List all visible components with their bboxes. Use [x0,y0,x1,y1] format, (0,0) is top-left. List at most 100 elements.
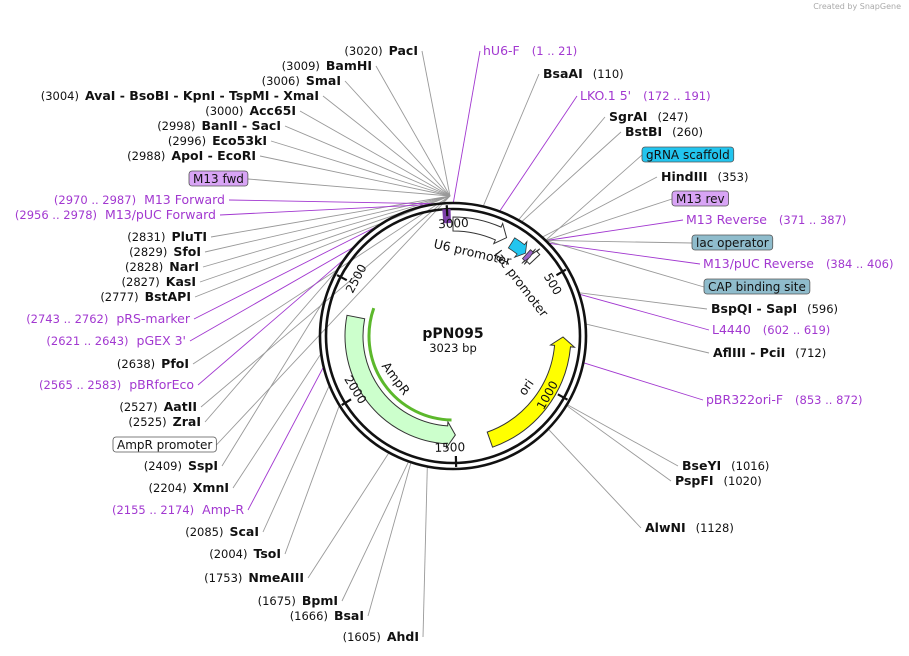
leader-line [299,110,451,197]
leader-line [367,462,412,617]
primer-position: (602 .. 619) [763,323,831,337]
site-name[interactable]: PfoI [161,356,189,371]
feature-box[interactable] [703,278,811,295]
primer-name[interactable]: M13 Forward [144,192,225,207]
site-name[interactable]: ZraI [173,414,201,429]
primer-leader [579,293,710,331]
site-name[interactable]: BspQI - SapI [711,301,797,316]
feature-box[interactable] [112,436,217,453]
feature-box[interactable] [671,190,729,207]
site-name[interactable]: ScaI [230,524,260,539]
site-name[interactable]: Eco53kI [212,133,267,148]
leader-line [585,323,710,354]
tick-label: 1500 [434,440,465,455]
primer-name[interactable]: pGEX 3' [137,333,186,348]
primer-name[interactable]: LKO.1 5' [580,88,631,103]
primer-position: (2155 .. 2174) [112,503,194,517]
site-name[interactable]: BstBI [625,124,662,139]
leader-line [545,239,693,244]
site-name[interactable]: SfoI [173,244,201,259]
site-name[interactable]: AlwNI [645,520,686,535]
feature-box[interactable] [641,146,735,163]
primer-position: (1 .. 21) [532,44,578,58]
m13-rev-marker [521,248,536,264]
leader-line [259,155,451,197]
primer-name[interactable]: M13/pUC Forward [105,207,216,222]
feature-box[interactable] [188,170,249,187]
site-name[interactable]: BpmI [302,593,338,608]
site-name[interactable]: BamHI [326,58,372,73]
primer-position: (2565 .. 2583) [39,378,121,392]
site-name[interactable]: BsaI [334,608,364,623]
backbone-inner [324,207,582,465]
site-name[interactable]: BanII - SacI [201,118,281,133]
tick-mark [341,398,352,407]
site-name[interactable]: BstAPI [145,289,191,304]
site-name[interactable]: AflIII - PciI [713,345,785,360]
site-name[interactable]: SspI [188,458,218,473]
primer-name[interactable]: pRS-marker [116,311,191,326]
site-name[interactable]: HindIII [661,169,708,184]
leader-line [262,384,330,533]
primer-marker [442,209,448,224]
primer-name[interactable]: pBR322ori-F [706,392,783,407]
site-position: (2831) [127,230,165,244]
primer-leader [219,203,435,216]
site-position: (1675) [258,594,296,608]
site-name[interactable]: TsoI [253,546,281,561]
site-name[interactable]: BsaAI [543,66,583,81]
leader-line [307,452,390,579]
leader-line [322,95,451,197]
leader-line [232,353,322,489]
site-name[interactable]: NarI [169,259,199,274]
site-name[interactable]: PluTI [171,229,207,244]
site-name[interactable]: AhdI [387,629,419,644]
leader-line [517,116,606,221]
primer-name[interactable]: M13/pUC Reverse [703,256,814,271]
feature-box-label: lac operator [696,236,769,250]
site-name[interactable]: AvaI - BsoBI - KpnI - TspMI - XmaI [85,88,319,103]
primer-name[interactable]: hU6-F [483,43,520,58]
site-position: (2638) [117,357,155,371]
leader-line [284,125,451,197]
primer-leader [583,362,704,401]
feature-box[interactable] [691,234,774,251]
leader-line [204,195,451,253]
map-center: pPN095 3023 bp [422,326,483,355]
site-name[interactable]: SgrAI [609,109,647,124]
site-name[interactable]: KasI [166,274,196,289]
site-position: (2204) [149,481,187,495]
primer-position: (384 .. 406) [826,257,894,271]
leader-line [566,405,672,482]
site-name[interactable]: AatII [164,399,197,414]
ori-feature-label: ori [515,376,537,398]
site-name[interactable]: PacI [389,43,418,58]
site-position: (1128) [696,521,734,535]
primer-name[interactable]: Amp-R [202,502,244,517]
primer-position: (2956 .. 2978) [15,208,97,222]
site-position: (1016) [731,459,769,473]
site-name[interactable]: XmnI [193,480,229,495]
leader-line [545,198,673,241]
site-position: (3020) [344,44,382,58]
site-name[interactable]: PspFI [675,473,714,488]
site-name[interactable]: ApoI - EcoRI [171,148,256,163]
primer-name[interactable]: L4440 [712,322,751,337]
plasmid-name: pPN095 [422,326,483,342]
leader-line [421,50,451,197]
site-position: (2004) [209,547,247,561]
site-position: (247) [657,110,688,124]
site-name[interactable]: Acc65I [249,103,296,118]
tick-mark [336,274,348,282]
primer-name[interactable]: pBRforEco [129,377,194,392]
site-position: (3000) [205,104,243,118]
u6-promoter-arrow [452,216,508,245]
site-name[interactable]: SmaI [306,73,341,88]
primer-name[interactable]: M13 Reverse [686,212,767,227]
tick-mark [557,393,569,401]
site-name[interactable]: NmeAIII [248,570,304,585]
primer-leader [247,366,325,511]
leader-line [545,239,705,288]
site-name[interactable]: BseYI [682,458,721,473]
